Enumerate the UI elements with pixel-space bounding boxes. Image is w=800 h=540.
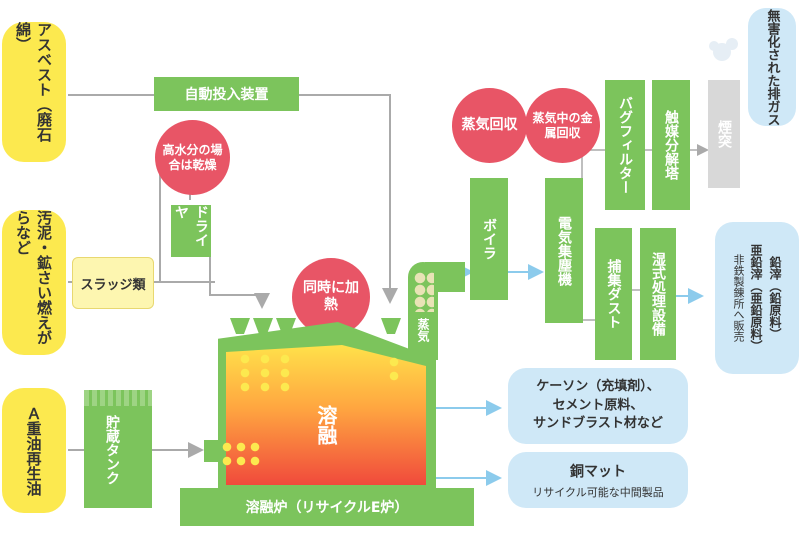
input-sludge: 汚泥・鉱さい燃えがらなど xyxy=(2,210,66,355)
feed-hopper xyxy=(381,318,401,334)
harmless-gas-output: 無害化された排ガス xyxy=(748,8,796,126)
catalytic-tower: 触媒分解塔 xyxy=(652,80,690,210)
steam-label: 蒸気 xyxy=(416,318,430,342)
feed-hopper xyxy=(253,318,273,334)
metal-recovery-text: 蒸気中の金属回収 xyxy=(532,110,593,140)
caisson-line3: サンドブラスト材など xyxy=(533,416,663,432)
zinc-output-line2: 亜鉛滓（亜鉛原料） xyxy=(749,244,763,352)
bag-filter: バグフィルター xyxy=(605,80,645,210)
boiler: ボイラ xyxy=(470,178,508,300)
material-dots xyxy=(235,352,295,392)
material-dots xyxy=(220,440,260,470)
zinc-output-line1: 鉛滓（鉛原料） xyxy=(768,256,782,340)
zinc-lead-output: 鉛滓（鉛原料） 亜鉛滓（亜鉛原料） 非鉄製錬所へ販売 xyxy=(715,222,799,374)
tank-top xyxy=(84,390,152,406)
auto-feeder: 自動投入装置 xyxy=(154,77,299,111)
tank-label: 貯蔵タンク xyxy=(104,415,120,485)
caisson-line2: セメント原料、 xyxy=(552,397,644,413)
feed-hopper xyxy=(230,318,250,334)
dryer: ドライヤ xyxy=(171,205,211,257)
captured-dust: 捕集ダスト xyxy=(595,228,632,360)
steam-recovery-bubble: 蒸気回収 xyxy=(452,88,527,163)
copper-matte-output: 銅マット リサイクル可能な中間製品 xyxy=(508,452,688,508)
input-oil: Ａ重油再生油 xyxy=(2,388,66,513)
dryer-bubble-text: 高水分の場合は乾燥 xyxy=(162,142,223,172)
chimney: 煙突 xyxy=(708,80,740,188)
heat-bubble-text: 同時に加熱 xyxy=(303,279,359,314)
tank-inlet-port xyxy=(204,440,220,462)
storage-tank: 貯蔵タンク xyxy=(84,390,152,508)
dryer-bubble: 高水分の場合は乾燥 xyxy=(155,120,230,195)
caisson-line1: ケーソン（充填剤）、 xyxy=(536,378,660,394)
sludge-box: スラッジ類 xyxy=(72,257,154,309)
zinc-output-line3: 非鉄製錬所へ販売 xyxy=(732,254,745,342)
metal-recovery-bubble: 蒸気中の金属回収 xyxy=(525,88,600,163)
melt-text: 溶融 xyxy=(314,405,338,445)
input-asbestos: アスベスト（廃石綿） xyxy=(2,22,66,162)
electrostatic-precipitator: 電気集塵機 xyxy=(545,178,583,323)
copper-sub: リサイクル可能な中間製品 xyxy=(532,485,664,499)
wet-treatment: 湿式処理設備 xyxy=(640,228,676,360)
caisson-output: ケーソン（充填剤）、 セメント原料、 サンドブラスト材など xyxy=(508,368,688,444)
steam-particles xyxy=(414,272,434,312)
copper-title: 銅マット xyxy=(570,463,626,480)
dryer-to-furnace-line xyxy=(209,255,270,309)
material-dots xyxy=(385,355,403,385)
furnace-label: 溶融炉（リサイクルE炉） xyxy=(180,488,474,526)
feed-hopper xyxy=(276,318,296,334)
